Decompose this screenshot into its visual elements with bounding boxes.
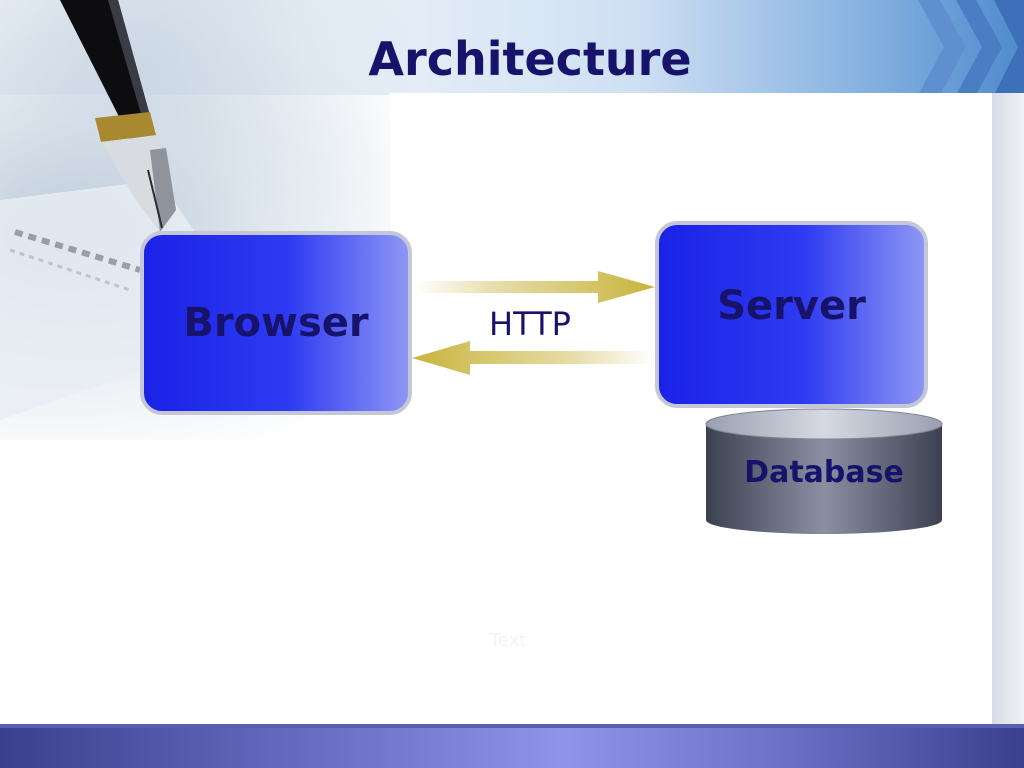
footer-bar	[0, 728, 1024, 768]
request-arrow	[415, 271, 655, 303]
browser-label: Browser	[183, 300, 369, 346]
placeholder-text: Text	[489, 630, 527, 651]
chevron-decoration-icon	[918, 0, 1024, 95]
browser-node: Browser	[140, 231, 412, 415]
database-label: Database	[744, 455, 904, 490]
server-node: Server	[655, 221, 928, 408]
slide-title: Architecture	[368, 32, 692, 86]
server-label: Server	[717, 283, 866, 329]
right-edge-band	[992, 93, 1024, 733]
response-arrow	[412, 341, 655, 375]
database-cylinder-icon	[705, 408, 943, 534]
footer-line	[0, 724, 1024, 728]
http-label: HTTP	[489, 305, 571, 343]
